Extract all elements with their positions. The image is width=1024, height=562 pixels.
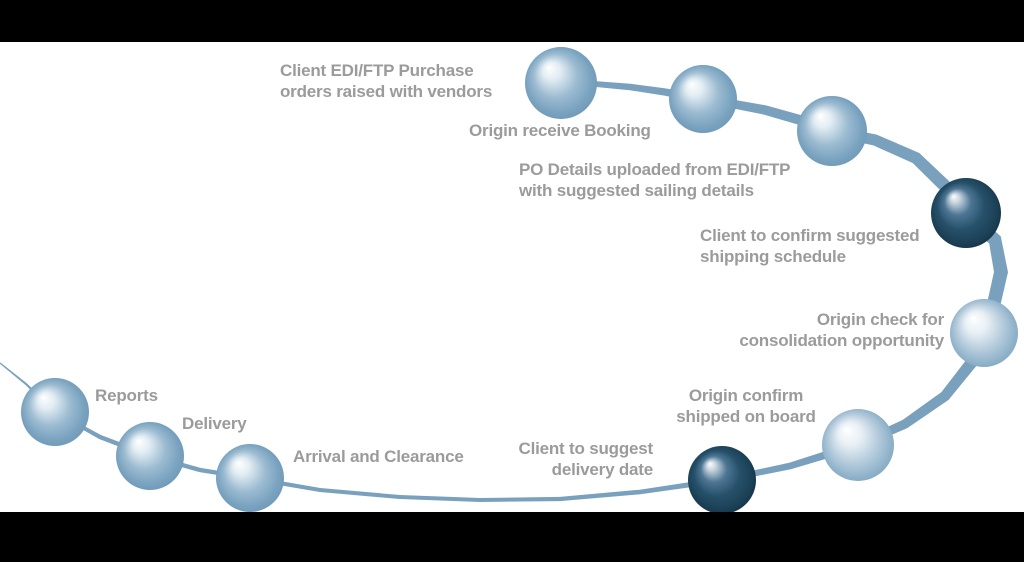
- sphere-step-6: [822, 409, 894, 481]
- sphere-step-7: [688, 446, 756, 514]
- letterbox-bottom-bar: [0, 512, 1024, 562]
- sphere-step-2: [669, 65, 737, 133]
- step-label-client-confirm-schedule: Client to confirm suggested shipping sch…: [700, 226, 920, 266]
- step-label-origin-check-consolidation: Origin check for consolidation opportuni…: [739, 310, 944, 350]
- sphere-step-9: [116, 422, 184, 490]
- sphere-step-5: [950, 299, 1018, 367]
- step-label-origin-confirm-shipped: Origin confirm shipped on board: [676, 386, 816, 426]
- letterbox-top-bar: [0, 0, 1024, 42]
- step-label-delivery: Delivery: [182, 414, 247, 433]
- sphere-step-8: [216, 444, 284, 512]
- step-label-reports: Reports: [95, 386, 158, 405]
- sphere-step-10: [21, 378, 89, 446]
- step-label-origin-receive-booking: Origin receive Booking: [469, 121, 651, 140]
- step-label-arrival-clearance: Arrival and Clearance: [293, 447, 464, 466]
- sphere-step-3: [797, 96, 867, 166]
- sphere-step-4: [931, 178, 1001, 248]
- flow-spheres: [21, 47, 1018, 514]
- step-label-po-details-uploaded: PO Details uploaded from EDI/FTP with su…: [519, 160, 791, 200]
- sphere-step-1: [525, 47, 597, 119]
- step-label-client-po-raised: Client EDI/FTP Purchase orders raised wi…: [280, 61, 493, 101]
- step-label-client-suggest-delivery: Client to suggest delivery date: [518, 439, 654, 479]
